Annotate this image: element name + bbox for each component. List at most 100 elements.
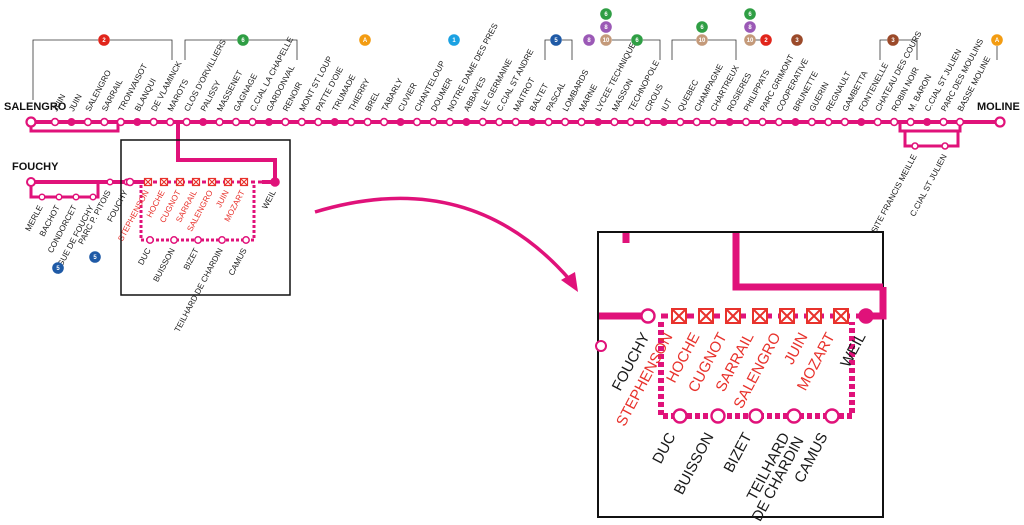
closed-cross-icon bbox=[834, 309, 848, 323]
stop-marker bbox=[330, 118, 339, 127]
stop-marker bbox=[264, 118, 273, 127]
closed-cross-icon bbox=[699, 309, 713, 323]
badge-circle bbox=[887, 34, 899, 46]
badge-circle bbox=[98, 34, 110, 46]
stop-marker bbox=[741, 117, 751, 127]
bracket-line bbox=[643, 39, 661, 60]
stop-marker bbox=[149, 117, 158, 127]
connection-badge: 6 bbox=[696, 21, 708, 33]
closed-stop-marker bbox=[207, 177, 217, 187]
badge-circle bbox=[550, 34, 562, 46]
connection-badge: A bbox=[991, 34, 1003, 46]
badge-circle bbox=[744, 34, 756, 46]
closed-cross-icon bbox=[176, 178, 184, 186]
stop-marker bbox=[182, 117, 191, 127]
stop-marker bbox=[125, 177, 135, 187]
closed-cross-icon bbox=[144, 178, 152, 186]
stop-marker bbox=[560, 117, 570, 127]
detour-stop-label: BUISSON bbox=[152, 247, 177, 284]
stop-marker bbox=[807, 117, 817, 127]
badge-circle bbox=[631, 34, 643, 46]
badge-label: 6 bbox=[241, 38, 245, 44]
badge-label: 10 bbox=[603, 38, 610, 44]
connection-badge: 8 bbox=[583, 34, 595, 46]
bracket-line bbox=[671, 39, 696, 60]
detour-stop-label: DUC bbox=[136, 247, 152, 267]
closed-cross-icon bbox=[672, 309, 686, 323]
stop-marker bbox=[511, 117, 520, 127]
stop-marker bbox=[194, 236, 202, 244]
badge-label: 10 bbox=[747, 38, 754, 44]
badge-label: 3 bbox=[891, 38, 895, 44]
stop-marker bbox=[577, 117, 586, 127]
closed-stop-marker bbox=[175, 177, 185, 187]
stop-marker bbox=[218, 236, 226, 244]
stop-marker bbox=[199, 118, 208, 127]
stop-marker bbox=[396, 118, 405, 127]
stop-marker bbox=[923, 118, 932, 127]
stop-marker bbox=[659, 118, 668, 127]
closed-stop-marker bbox=[191, 177, 201, 187]
bracket-line bbox=[899, 39, 918, 60]
badge-circle bbox=[600, 8, 612, 20]
terminus-west: SALENGRO bbox=[4, 101, 67, 113]
closed-stop-marker bbox=[159, 177, 169, 187]
closed-stop-label: JUIN bbox=[214, 189, 231, 209]
stop-marker bbox=[100, 117, 109, 127]
badge-label: A bbox=[995, 38, 1000, 44]
connection-badge: 10 bbox=[600, 34, 612, 46]
fouchy-loop bbox=[29, 182, 100, 199]
closed-stop-marker bbox=[143, 177, 153, 187]
south-branch bbox=[903, 131, 960, 148]
bracket-line bbox=[879, 39, 887, 60]
stop-marker bbox=[50, 117, 60, 127]
badge-circle bbox=[237, 34, 249, 46]
stop-marker bbox=[72, 193, 80, 201]
badge-circle bbox=[760, 34, 772, 46]
zoom-closed-marker bbox=[833, 308, 849, 324]
connection-badge: 3 bbox=[791, 34, 803, 46]
badge-label: 6 bbox=[635, 38, 639, 44]
stop-marker bbox=[725, 118, 734, 127]
badge-circle bbox=[89, 251, 101, 263]
zoom-closed-marker bbox=[752, 308, 768, 324]
stop-marker bbox=[346, 117, 356, 127]
detour-stop-label: TEILHARD DE CHARDIN bbox=[173, 247, 225, 334]
zoom-box bbox=[597, 231, 884, 518]
stop-marker bbox=[215, 117, 224, 127]
detour-connector bbox=[176, 122, 277, 181]
stop-marker bbox=[38, 193, 46, 201]
stop-marker bbox=[445, 117, 455, 127]
stop-marker bbox=[133, 118, 142, 127]
detour-box bbox=[120, 139, 291, 296]
zoom-line-connector bbox=[732, 233, 883, 291]
bracket-line bbox=[32, 39, 98, 100]
weil-label: WEIL bbox=[260, 188, 278, 210]
stop-marker bbox=[941, 142, 949, 150]
stop-marker bbox=[643, 117, 652, 127]
bracket-line bbox=[562, 39, 573, 60]
badge-circle bbox=[696, 21, 708, 33]
closed-cross-icon bbox=[208, 178, 216, 186]
terminus-marker-west bbox=[25, 116, 37, 128]
connection-badge: 10 bbox=[696, 34, 708, 46]
badge-circle bbox=[744, 8, 756, 20]
stop-marker bbox=[379, 117, 389, 127]
closed-stop-marker bbox=[239, 177, 249, 187]
connection-badge: 5 bbox=[89, 251, 101, 263]
connection-badge: 6 bbox=[237, 34, 249, 46]
closed-cross-icon bbox=[780, 309, 794, 323]
stop-marker bbox=[146, 236, 154, 244]
zoom-detour-marker bbox=[748, 408, 764, 424]
zoom-weil-marker bbox=[858, 308, 874, 324]
bracket-line bbox=[110, 39, 173, 60]
badge-circle bbox=[600, 21, 612, 33]
connection-badge: 1 bbox=[448, 34, 460, 46]
stop-marker bbox=[412, 117, 422, 127]
stop-marker bbox=[593, 118, 602, 127]
badge-circle bbox=[744, 21, 756, 33]
weil-marker bbox=[270, 177, 280, 187]
stop-marker bbox=[955, 117, 965, 127]
stop-marker bbox=[708, 117, 718, 127]
